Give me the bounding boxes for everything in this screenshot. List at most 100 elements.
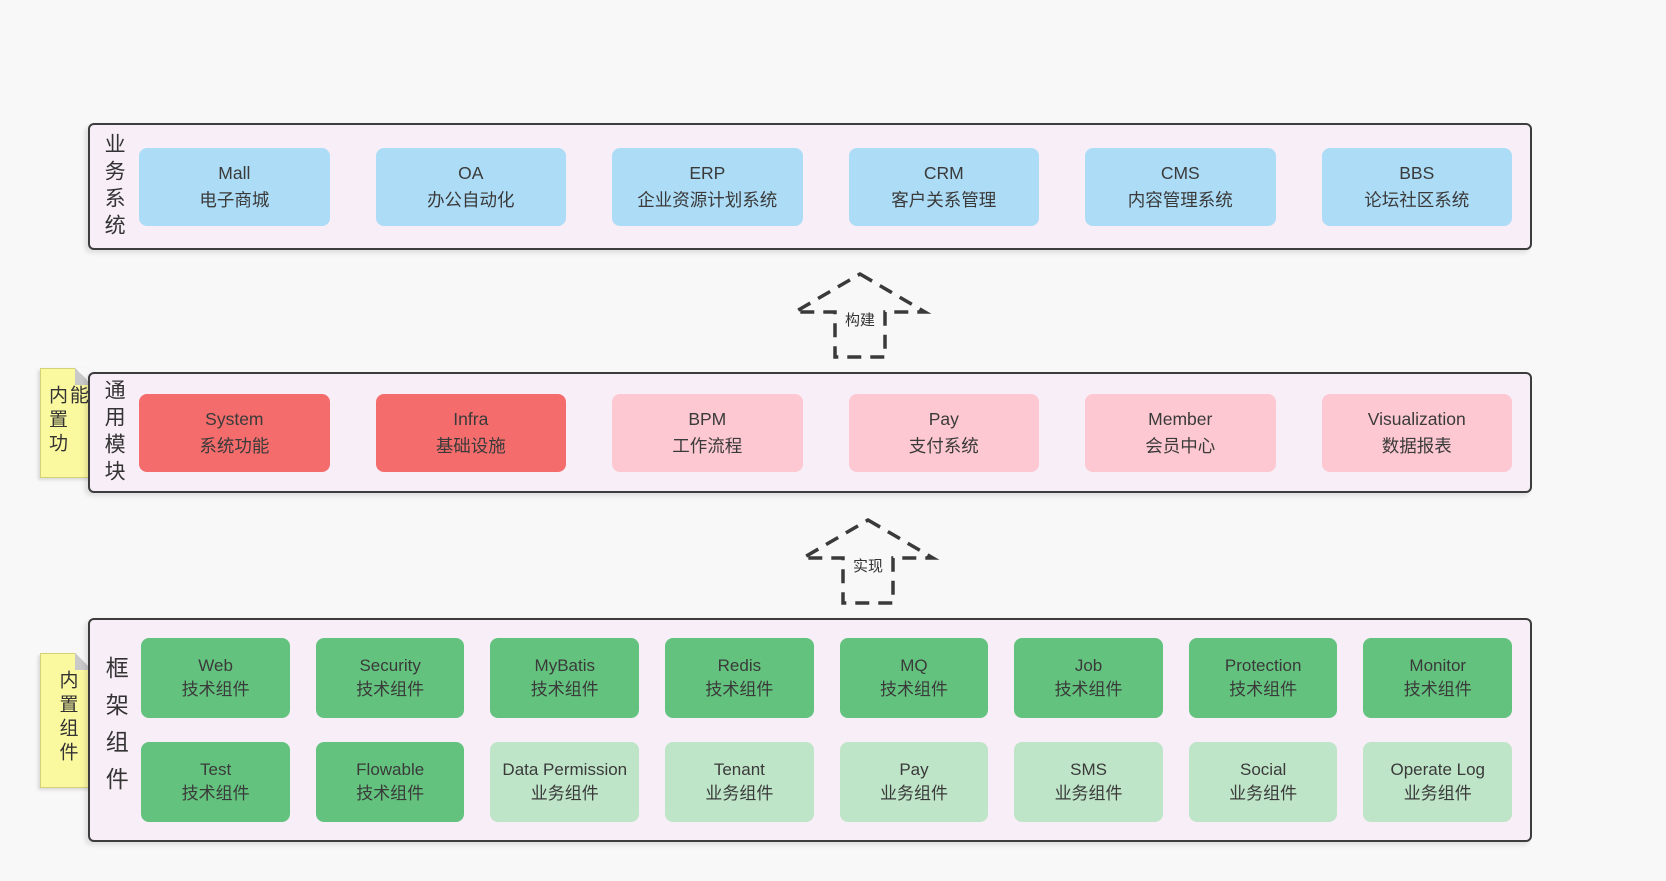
box-title: Data Permission <box>502 760 628 780</box>
panel-common-modules: 通用模块 System 系统功能 Infra 基础设施 BPM 工作流程 Pay 支付系… <box>88 372 1532 493</box>
panel-framework-components: 框架组件 Web 技术组件 Security 技术组件 MyBatis 技术组件 Re… <box>88 618 1532 842</box>
box-tenant: Tenant 业务组件 <box>665 742 814 822</box>
note-built-in-components: 内置组件 <box>40 653 92 788</box>
box-security: Security 技术组件 <box>315 638 465 718</box>
box-subtitle: 技术组件 <box>181 784 250 803</box>
box-mybatis: MyBatis 技术组件 <box>490 638 640 718</box>
box-cms: CMS 内容管理系统 <box>1085 147 1276 226</box>
box-title: Pay <box>899 760 929 780</box>
box-subtitle: 技术组件 <box>181 680 250 699</box>
box-sms: SMS 业务组件 <box>1014 742 1163 822</box>
box-title: Mall <box>218 163 251 184</box>
box-title: OA <box>458 163 484 184</box>
box-title: Operate Log <box>1390 760 1485 780</box>
box-protection: Protection 技术组件 <box>1188 638 1338 718</box>
box-title: Visualization <box>1367 409 1466 430</box>
box-subtitle: 工作流程 <box>672 435 743 456</box>
box-title: MQ <box>900 656 928 676</box>
box-subtitle: 业务组件 <box>1229 784 1298 803</box>
box-subtitle: 技术组件 <box>530 680 599 699</box>
box-subtitle: 支付系统 <box>908 435 979 456</box>
box-title: Monitor <box>1409 656 1467 676</box>
box-title: Social <box>1240 760 1287 780</box>
box-subtitle: 技术组件 <box>356 784 425 803</box>
box-title: CRM <box>923 163 964 184</box>
box-subtitle: 内容管理系统 <box>1127 189 1233 210</box>
box-title: Test <box>200 760 232 780</box>
note-built-in-features: 内置功能 <box>40 368 92 478</box>
box-title: SMS <box>1070 760 1107 780</box>
box-title: Member <box>1148 409 1213 430</box>
arrow-implement-label: 实现 <box>849 555 887 576</box>
box-bbs: BBS 论坛社区系统 <box>1321 147 1512 226</box>
box-title: BBS <box>1399 163 1435 184</box>
box-data-permission: Data Permission 业务组件 <box>490 742 640 822</box>
box-title: System <box>205 409 264 430</box>
box-pay: Pay 支付系统 <box>848 393 1040 472</box>
box-monitor: Monitor 技术组件 <box>1363 638 1513 718</box>
box-title: Infra <box>453 409 489 430</box>
box-subtitle: 技术组件 <box>356 680 425 699</box>
box-subtitle: 电子商城 <box>199 189 270 210</box>
box-subtitle: 系统功能 <box>199 435 270 456</box>
box-subtitle: 技术组件 <box>705 680 774 699</box>
box-subtitle: 数据报表 <box>1381 435 1452 456</box>
box-title: Job <box>1074 656 1103 676</box>
box-bpm: BPM 工作流程 <box>612 393 803 472</box>
box-subtitle: 业务组件 <box>530 784 599 803</box>
box-test: Test 技术组件 <box>141 742 290 822</box>
arrow-up-build: 构建 <box>775 271 945 361</box>
box-job: Job 技术组件 <box>1014 638 1163 718</box>
box-web: Web 技术组件 <box>141 638 290 718</box>
box-subtitle: 基础设施 <box>435 435 506 456</box>
folded-corner-icon <box>75 653 92 670</box>
box-pay-biz: Pay 业务组件 <box>839 742 989 822</box>
band-label-business: 业务系统 <box>102 132 126 241</box>
box-title: Redis <box>717 656 762 676</box>
box-subtitle: 技术组件 <box>1054 680 1123 699</box>
box-title: Pay <box>928 409 959 430</box>
box-oa: OA 办公自动化 <box>375 147 567 226</box>
box-subtitle: 客户关系管理 <box>891 189 997 210</box>
box-subtitle: 业务组件 <box>1054 784 1123 803</box>
box-subtitle: 业务组件 <box>705 784 774 803</box>
note-built-in-features-label: 内置功能 <box>46 385 88 457</box>
box-crm: CRM 客户关系管理 <box>848 147 1040 226</box>
box-title: Web <box>198 656 233 676</box>
box-subtitle: 业务组件 <box>1403 784 1472 803</box>
box-title: ERP <box>689 163 726 184</box>
box-subtitle: 业务组件 <box>879 784 948 803</box>
arrow-build-label: 构建 <box>841 309 879 330</box>
box-operate-log: Operate Log 业务组件 <box>1363 742 1513 822</box>
box-mq: MQ 技术组件 <box>839 638 989 718</box>
box-title: CMS <box>1160 163 1200 184</box>
box-subtitle: 论坛社区系统 <box>1364 189 1470 210</box>
box-member: Member 会员中心 <box>1085 393 1276 472</box>
box-subtitle: 办公自动化 <box>427 189 515 210</box>
box-system: System 系统功能 <box>139 393 330 472</box>
band-label-modules: 通用模块 <box>102 378 126 487</box>
box-flowable: Flowable 技术组件 <box>315 742 465 822</box>
panel-business-systems: 业务系统 Mall 电子商城 OA 办公自动化 ERP 企业资源计划系统 CRM 客户关… <box>88 123 1532 250</box>
box-erp: ERP 企业资源计划系统 <box>612 147 803 226</box>
box-subtitle: 技术组件 <box>1403 680 1472 699</box>
box-title: Security <box>359 656 421 676</box>
box-title: MyBatis <box>534 656 596 676</box>
box-social: Social 业务组件 <box>1188 742 1338 822</box>
box-subtitle: 企业资源计划系统 <box>637 189 778 210</box>
box-title: Tenant <box>713 760 765 780</box>
box-title: Flowable <box>356 760 425 780</box>
band-label-components: 框架组件 <box>102 656 129 804</box>
box-mall: Mall 电子商城 <box>139 147 330 226</box>
up-arrow-icon <box>796 517 940 605</box>
box-infra: Infra 基础设施 <box>375 393 567 472</box>
arrow-up-implement: 实现 <box>783 517 953 607</box>
up-arrow-icon <box>788 271 932 359</box>
box-title: Protection <box>1224 656 1302 676</box>
box-subtitle: 技术组件 <box>1229 680 1298 699</box>
box-title: BPM <box>688 409 727 430</box>
note-built-in-components-label: 内置组件 <box>56 670 78 766</box>
box-subtitle: 技术组件 <box>879 680 948 699</box>
box-subtitle: 会员中心 <box>1145 435 1216 456</box>
